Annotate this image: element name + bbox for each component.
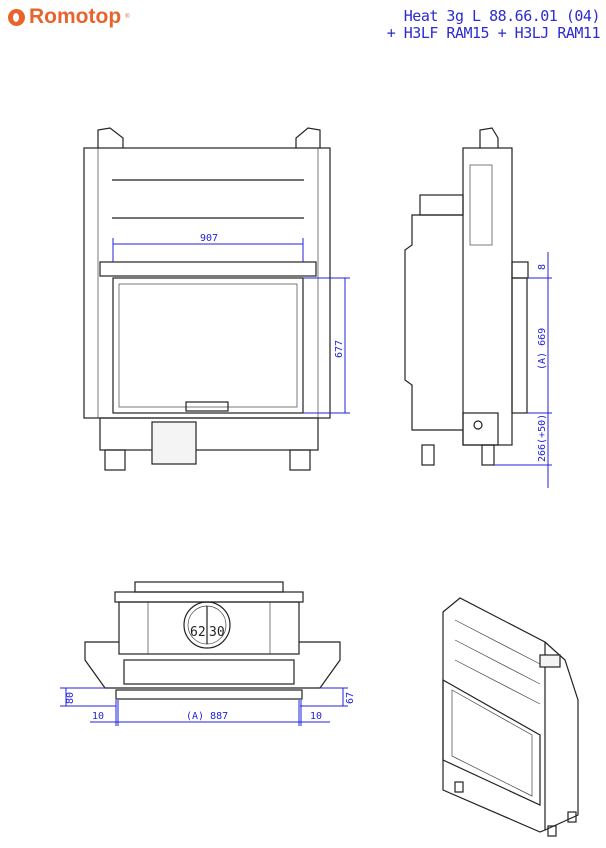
flame-icon — [8, 8, 25, 26]
top-right-depth-label: 67 — [345, 692, 356, 704]
brand-name: Romotop — [29, 5, 122, 28]
top-right-offset-label: 10 — [310, 711, 322, 722]
side-base-label: 266(+50) — [537, 414, 548, 462]
model-title: Heat 3g L 88.66.01 (04) + H3LF RAM15 + H… — [386, 7, 601, 42]
top-left-offset-label: 10 — [92, 711, 104, 722]
front-view: 907 677 — [83, 127, 350, 471]
isometric-view — [442, 597, 579, 837]
front-height-label: 677 — [334, 340, 345, 358]
model-title-line1: Heat 3g L 88.66.01 (04) — [403, 7, 601, 25]
flue-left-label: 62 — [190, 625, 206, 640]
front-width-label: 907 — [200, 233, 218, 244]
side-height-label: (A) 669 — [537, 328, 548, 370]
romotop-logo: Romotop® — [8, 5, 130, 29]
top-left-depth-label: 80 — [65, 692, 76, 704]
model-title-line2: + H3LF RAM15 + H3LJ RAM11 — [386, 24, 601, 42]
top-view: 62 30 80 67 10 (A) 887 10 — [60, 581, 356, 726]
top-width-label: (A) 887 — [186, 711, 228, 722]
flue-right-label: 30 — [209, 625, 225, 640]
side-top-label: 8 — [537, 264, 548, 270]
registered-mark: ® — [125, 14, 130, 20]
side-view: 8 (A) 669 266(+50) — [404, 127, 552, 488]
